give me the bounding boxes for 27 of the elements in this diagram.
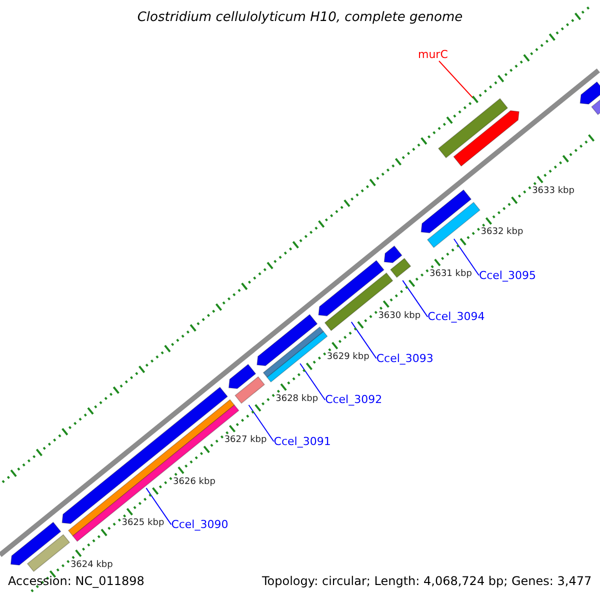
- position-label: 3630 kbp: [378, 310, 421, 320]
- accession-note: Accession: NC_011898: [8, 574, 144, 588]
- leader-line: [453, 238, 480, 276]
- leader-line: [438, 60, 474, 98]
- position-label: 3626 kbp: [173, 476, 216, 487]
- position-label: 3631 kbp: [430, 268, 472, 279]
- leader-line: [300, 362, 326, 400]
- position-label: 3633 kbp: [532, 186, 574, 196]
- gene-label: Ccel_3093: [376, 352, 434, 365]
- position-label: 3624 kbp: [70, 560, 113, 570]
- position-label: 3625 kbp: [122, 518, 164, 528]
- position-label: 3629 kbp: [326, 352, 370, 362]
- gene-label: Ccel_3094: [428, 310, 485, 324]
- leader-line: [146, 488, 172, 526]
- position-label: 3627 kbp: [224, 435, 267, 446]
- gene-label: Ccel_3095: [478, 268, 536, 282]
- leader-line: [350, 321, 377, 359]
- diagram-title: Clostridium cellulolyticum H10, complete genome: [136, 10, 464, 25]
- position-label: 3632 kbp: [480, 227, 524, 238]
- gene-label: murC: [418, 48, 448, 61]
- leader-line: [402, 280, 428, 318]
- gene-label: Ccel_3090: [171, 518, 228, 532]
- leader-line: [248, 404, 274, 442]
- position-label: 3628 kbp: [276, 394, 318, 404]
- gene-label: Ccel_3091: [274, 435, 331, 448]
- genome-stats-note: Topology: circular; Length: 4,068,724 bp; Genes: 3,477: [262, 574, 592, 588]
- gene-label: Ccel_3092: [325, 393, 382, 406]
